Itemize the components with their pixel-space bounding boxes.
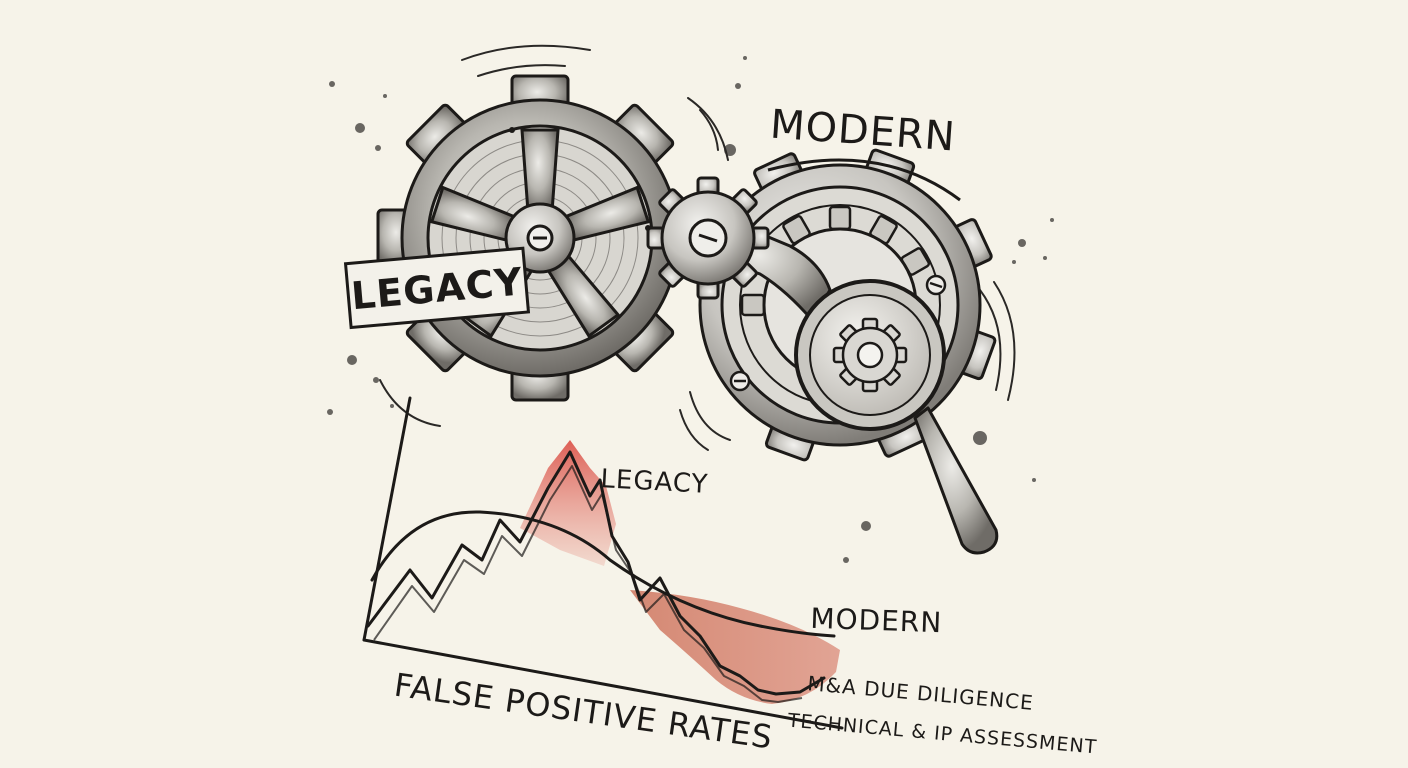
- x-axis: [362, 638, 844, 730]
- modern-arc: [767, 158, 961, 202]
- legacy-red-wash: [520, 440, 616, 566]
- modern-top-label: MODERN: [769, 102, 958, 161]
- smooth-curve: [370, 510, 836, 638]
- lens-gear-icon: [832, 317, 908, 393]
- motion-lines: [379, 44, 1016, 451]
- small-gear-icon: [646, 176, 770, 300]
- technical-ip-label: TECHNICAL & IP ASSESSMENT: [786, 709, 1098, 758]
- ma-due-diligence-label: M&A DUE DILIGENCE: [807, 671, 1035, 715]
- y-axis: [362, 396, 412, 642]
- ink-splatters: [327, 56, 1054, 563]
- legacy-sign: LEGACY: [343, 246, 531, 330]
- magnifying-glass-icon: [794, 279, 999, 555]
- modern-line-label: MODERN: [810, 602, 943, 640]
- legacy-peak-label: LEGACY: [600, 464, 709, 500]
- chart-sketch: [362, 396, 844, 730]
